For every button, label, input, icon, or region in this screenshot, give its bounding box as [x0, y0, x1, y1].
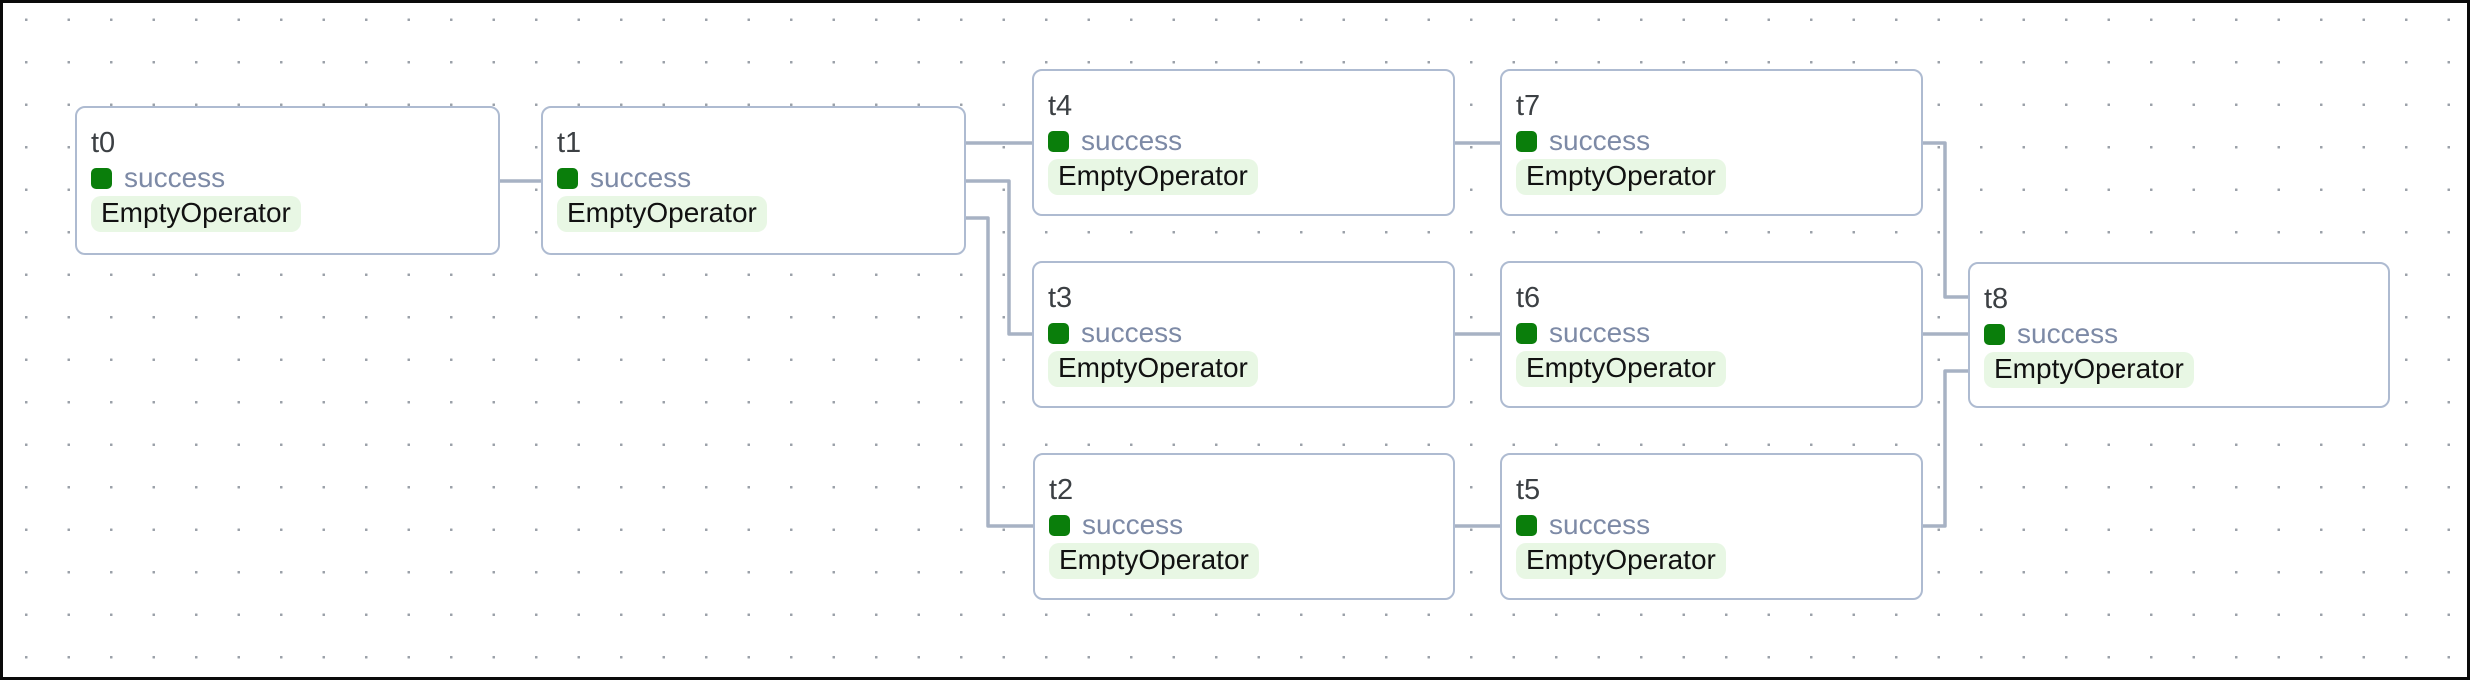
task-node-t8[interactable]: t8 success EmptyOperator	[1968, 262, 2390, 408]
operator-badge: EmptyOperator	[1516, 543, 1726, 579]
task-title: t0	[91, 127, 116, 159]
edge-t7-t8	[1923, 141, 1968, 299]
task-state-row: success	[1048, 125, 1439, 156]
task-node-t0[interactable]: t0 success EmptyOperator	[75, 106, 500, 255]
success-status-icon	[1048, 322, 1069, 344]
task-state-label: success	[124, 162, 226, 193]
task-node-t3[interactable]: t3 success EmptyOperator	[1032, 261, 1455, 408]
task-title: t8	[1984, 283, 2009, 315]
task-node-t6[interactable]: t6 success EmptyOperator	[1500, 261, 1923, 408]
task-state-row: success	[1516, 125, 1907, 156]
success-status-icon	[91, 167, 112, 189]
task-state-row: success	[1049, 509, 1439, 540]
task-node-t7[interactable]: t7 success EmptyOperator	[1500, 69, 1923, 216]
task-title: t5	[1516, 474, 1541, 506]
task-state-row: success	[1984, 318, 2374, 349]
task-node-t4[interactable]: t4 success EmptyOperator	[1032, 69, 1455, 216]
task-state-row: success	[1516, 509, 1907, 540]
task-title: t2	[1049, 474, 1074, 506]
task-state-label: success	[1549, 317, 1651, 348]
operator-badge: EmptyOperator	[1984, 352, 2194, 388]
success-status-icon	[1516, 322, 1537, 344]
success-status-icon	[557, 167, 578, 189]
success-status-icon	[1516, 130, 1537, 152]
task-state-label: success	[1081, 317, 1183, 348]
edge-t1-t3	[966, 179, 1032, 336]
task-node-t2[interactable]: t2 success EmptyOperator	[1033, 453, 1455, 600]
task-title: t7	[1516, 90, 1541, 122]
task-state-row: success	[1048, 317, 1439, 348]
operator-badge: EmptyOperator	[1516, 159, 1726, 195]
operator-badge: EmptyOperator	[91, 196, 301, 232]
success-status-icon	[1984, 323, 2005, 345]
operator-badge: EmptyOperator	[1048, 159, 1258, 195]
task-state-label: success	[1549, 125, 1651, 156]
task-node-t1[interactable]: t1 success EmptyOperator	[541, 106, 966, 255]
task-state-label: success	[2017, 318, 2119, 349]
success-status-icon	[1516, 514, 1537, 536]
task-node-t5[interactable]: t5 success EmptyOperator	[1500, 453, 1923, 600]
task-title: t4	[1048, 90, 1073, 122]
task-state-label: success	[1082, 509, 1184, 540]
task-state-label: success	[1549, 509, 1651, 540]
operator-badge: EmptyOperator	[1048, 351, 1258, 387]
task-state-row: success	[557, 162, 950, 193]
task-state-label: success	[1081, 125, 1183, 156]
task-title: t3	[1048, 282, 1073, 314]
operator-badge: EmptyOperator	[1049, 543, 1259, 579]
success-status-icon	[1049, 514, 1070, 536]
operator-badge: EmptyOperator	[1516, 351, 1726, 387]
task-state-row: success	[91, 162, 484, 193]
edge-t5-t8	[1923, 369, 1968, 528]
task-state-row: success	[1516, 317, 1907, 348]
success-status-icon	[1048, 130, 1069, 152]
edge-t1-t2	[966, 216, 1033, 528]
dag-edges-layer	[500, 141, 1968, 528]
task-title: t1	[557, 127, 582, 159]
task-state-label: success	[590, 162, 692, 193]
operator-badge: EmptyOperator	[557, 196, 767, 232]
task-title: t6	[1516, 282, 1541, 314]
